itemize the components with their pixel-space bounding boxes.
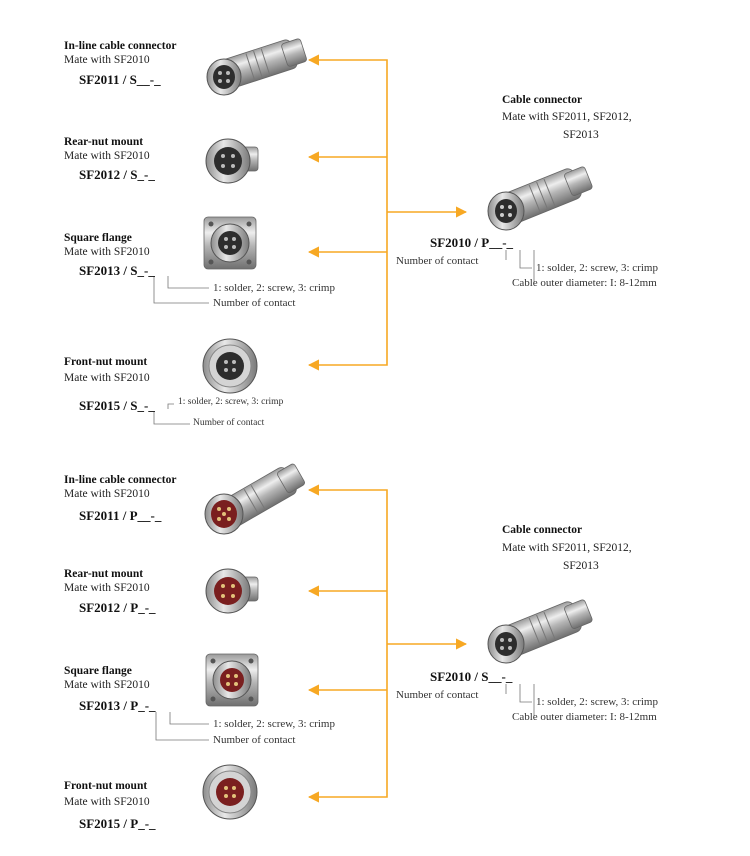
item-title: Square flange bbox=[64, 665, 132, 677]
item-title: Rear-nut mount bbox=[64, 136, 144, 148]
item-mate: Mate with SF2010 bbox=[64, 150, 150, 162]
target-mate: Mate with SF2011, SF2012, bbox=[502, 111, 632, 123]
item-mate: Mate with SF2010 bbox=[64, 246, 150, 258]
front-nut-receptacle-icon bbox=[202, 338, 258, 394]
target-mate: SF2013 bbox=[563, 129, 599, 141]
item-mate: Mate with SF2010 bbox=[64, 372, 150, 384]
contact-type-note: 1: solder, 2: screw, 3: crimp bbox=[213, 282, 335, 294]
inline-connector-icon bbox=[204, 463, 305, 535]
target-code: SF2010 / S__-_ bbox=[430, 669, 513, 684]
cable-plug-icon bbox=[487, 599, 593, 664]
rear-nut-receptacle-icon bbox=[205, 138, 259, 184]
arrow-to-inline-p bbox=[307, 484, 388, 644]
item-mate: Mate with SF2010 bbox=[64, 796, 150, 808]
item-title: In-line cable connector bbox=[64, 474, 177, 486]
contact-type-note: 1: solder, 2: screw, 3: crimp bbox=[536, 696, 658, 708]
arrow-to-inline-s bbox=[307, 54, 388, 212]
contact-type-note: 1: solder, 2: screw, 3: crimp bbox=[536, 262, 658, 274]
item-title: Rear-nut mount bbox=[64, 568, 144, 580]
contact-type-note: 1: solder, 2: screw, 3: crimp bbox=[213, 718, 335, 730]
arrow-to-front-nut-p bbox=[307, 644, 388, 803]
leader-lines bbox=[153, 250, 535, 741]
item-code: SF2012 / P_-_ bbox=[79, 600, 156, 615]
target-code: SF2010 / P__-_ bbox=[430, 235, 514, 250]
front-nut-receptacle-icon bbox=[202, 764, 258, 820]
contact-type-note: 1: solder, 2: screw, 3: crimp bbox=[178, 397, 284, 407]
target-title: Cable connector bbox=[502, 94, 583, 106]
pin-group-arrows bbox=[307, 484, 468, 803]
item-code: SF2013 / S_-_ bbox=[79, 263, 155, 278]
item-mate: Mate with SF2010 bbox=[64, 54, 150, 66]
item-code: SF2015 / P_-_ bbox=[79, 816, 156, 831]
item-title: Square flange bbox=[64, 232, 132, 244]
number-of-contact-note: Number of contact bbox=[396, 255, 479, 267]
number-of-contact-note: Number of contact bbox=[193, 418, 265, 428]
item-code: SF2015 / S_-_ bbox=[79, 398, 155, 413]
arrow-to-front-nut-s bbox=[307, 212, 388, 371]
inline-connector-icon bbox=[206, 38, 307, 96]
socket-group-arrows bbox=[307, 54, 468, 371]
number-of-contact-note: Number of contact bbox=[213, 297, 296, 309]
cable-diameter-note: Cable outer diameter: I: 8-12mm bbox=[512, 711, 657, 723]
item-title: In-line cable connector bbox=[64, 40, 177, 52]
target-title: Cable connector bbox=[502, 524, 583, 536]
number-of-contact-note: Number of contact bbox=[213, 734, 296, 746]
item-code: SF2011 / P__-_ bbox=[79, 508, 162, 523]
cable-diameter-note: Cable outer diameter: I: 8-12mm bbox=[512, 277, 657, 289]
item-code: SF2012 / S_-_ bbox=[79, 167, 155, 182]
item-code: SF2013 / P_-_ bbox=[79, 698, 156, 713]
target-mate: Mate with SF2011, SF2012, bbox=[502, 542, 632, 554]
cable-plug-icon bbox=[487, 166, 593, 231]
item-mate: Mate with SF2010 bbox=[64, 679, 150, 691]
rear-nut-receptacle-icon bbox=[205, 568, 259, 614]
item-mate: Mate with SF2010 bbox=[64, 488, 150, 500]
item-title: Front-nut mount bbox=[64, 780, 148, 792]
square-flange-receptacle-icon bbox=[205, 653, 259, 707]
target-mate: SF2013 bbox=[563, 560, 599, 572]
item-code: SF2011 / S__-_ bbox=[79, 72, 161, 87]
item-mate: Mate with SF2010 bbox=[64, 582, 150, 594]
square-flange-receptacle-icon bbox=[203, 216, 257, 270]
number-of-contact-note: Number of contact bbox=[396, 689, 479, 701]
item-title: Front-nut mount bbox=[64, 356, 148, 368]
